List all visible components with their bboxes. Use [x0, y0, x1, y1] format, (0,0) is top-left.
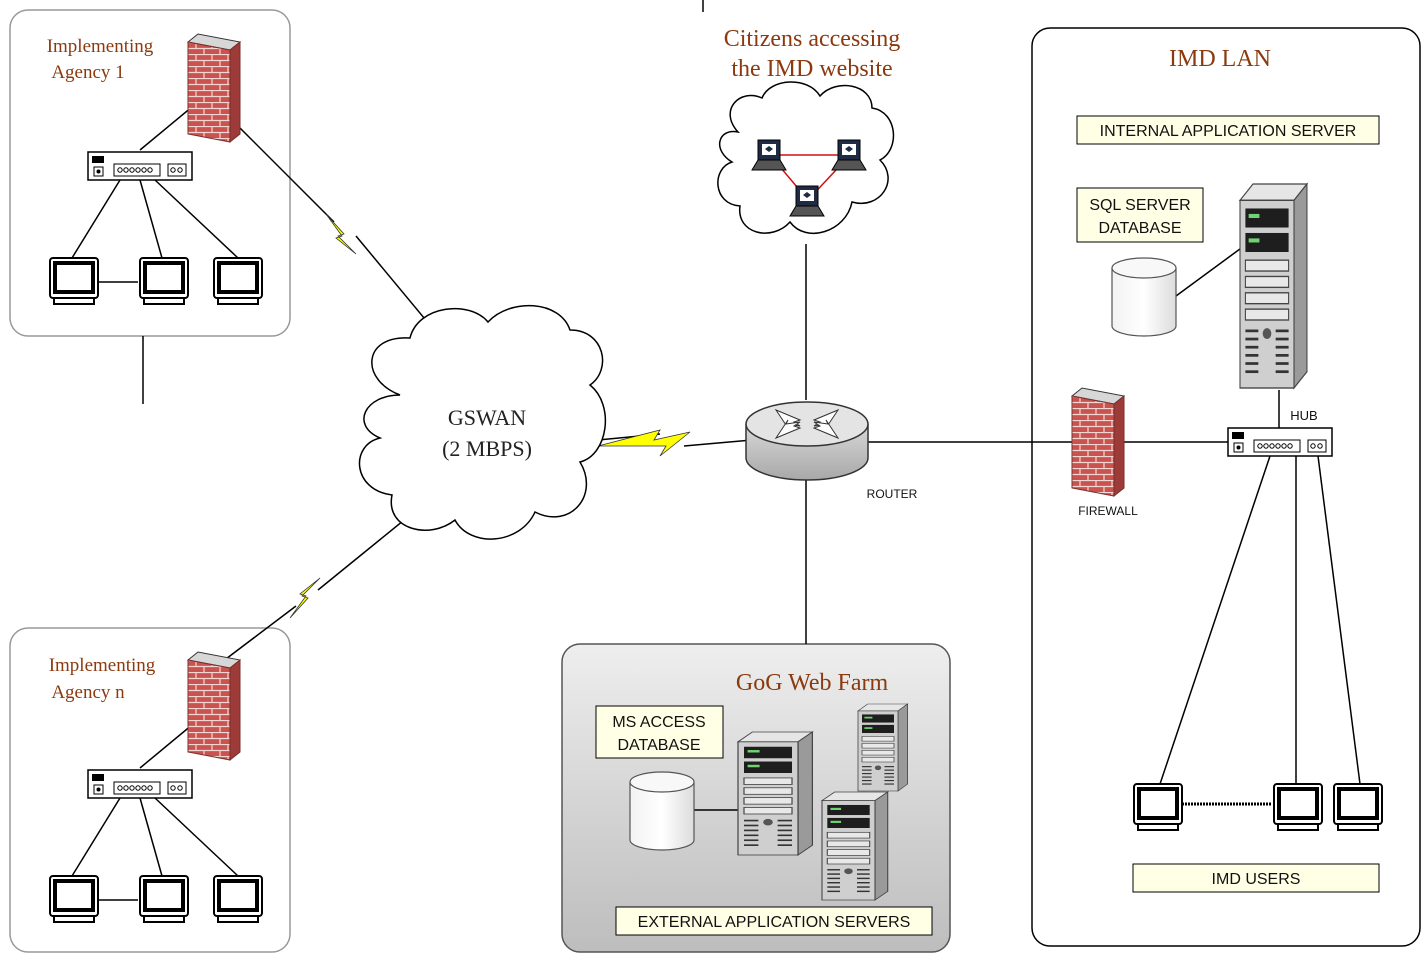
external-servers-label-box: [615, 906, 933, 936]
ms-access-database-icon: [629, 771, 695, 851]
firewall-label: FIREWALL: [1078, 504, 1138, 518]
agencyn-wan-link-b: [317, 511, 415, 591]
agencyn-title-line1: Implementing: [49, 655, 156, 676]
sql-database-icon: [1111, 257, 1177, 337]
agency1-pc2-icon: [138, 256, 190, 306]
ms-db-label-line1: MS ACCESS: [612, 714, 705, 731]
agencyn-pc2-icon: [138, 874, 190, 924]
agencyn-hub-pc2-link: [139, 797, 163, 877]
external-servers-label: EXTERNAL APPLICATION SERVERS: [638, 914, 911, 931]
agency1-pc1-icon: [48, 256, 100, 306]
agencyn-hub-pc1-link: [71, 797, 121, 877]
agency1-hub-pc2-link: [139, 179, 163, 259]
internal-server-label: INTERNAL APPLICATION SERVER: [1100, 123, 1357, 140]
agency1-hub-icon: [87, 151, 193, 181]
internal-server-label-box: [1076, 115, 1380, 145]
agencyn-hub-pc3-link: [154, 797, 239, 877]
citizens-network-links: [768, 154, 852, 202]
hub-label: HUB: [1290, 408, 1317, 423]
router-icon: [745, 401, 869, 481]
sql-db-label-box: [1076, 187, 1204, 243]
sql-db-label-line1: SQL SERVER: [1089, 197, 1190, 214]
router-label: ROUTER: [867, 487, 918, 501]
imd-users-label-box: [1132, 863, 1380, 893]
imd-user3-pc-icon: [1332, 782, 1384, 832]
sqldb-server-link: [1175, 245, 1245, 297]
web-farm-title: GoG Web Farm: [736, 670, 889, 696]
agencyn-pc3-icon: [212, 874, 264, 924]
agency1-boundary: [9, 9, 291, 337]
hub-user3-link: [1317, 455, 1361, 785]
ms-db-label-line2: DATABASE: [618, 737, 701, 754]
gswan-label-line2: (2 MBPS): [442, 436, 532, 461]
external-server1-icon: [736, 730, 814, 857]
imd-hub-icon: [1227, 427, 1333, 457]
agency1-title-line1: Implementing: [47, 36, 154, 57]
agency1-title-line2: Agency 1: [51, 62, 124, 83]
imd-users-label: IMD USERS: [1212, 871, 1301, 888]
agencyn-hub-icon: [87, 769, 193, 799]
internal-application-server-icon: [1238, 182, 1309, 390]
citizens-title-line1: Citizens accessing: [724, 26, 901, 52]
imd-lan-title: IMD LAN: [1169, 46, 1271, 72]
agency1-hub-pc3-link: [154, 179, 239, 259]
imd-user2-pc-icon: [1272, 782, 1324, 832]
agencyn-pc1-icon: [48, 874, 100, 924]
imd-firewall-icon: [1071, 387, 1125, 497]
agency1-firewall-icon: [187, 33, 241, 143]
external-server2-icon: [857, 703, 909, 792]
ms-db-label-box: [595, 705, 724, 759]
agencyn-title-line2: Agency n: [51, 682, 125, 703]
gswan-label-line1: GSWAN: [448, 405, 526, 430]
external-server3-icon: [820, 790, 889, 902]
citizens-title-line2: the IMD website: [731, 56, 892, 82]
imd-user1-pc-icon: [1132, 782, 1184, 832]
agency1-pc3-icon: [212, 256, 264, 306]
citizens-cloud-icon: [717, 81, 895, 234]
hub-user1-link: [1159, 455, 1271, 785]
gswan-router-link-b: [683, 439, 753, 447]
agencyn-firewall-icon: [187, 651, 241, 761]
gswan-router-lightning-icon: [597, 429, 691, 457]
imd-lan-boundary: [1031, 27, 1421, 947]
agency1-wan-lightning-icon: [325, 213, 357, 255]
agencyn-boundary: [9, 627, 291, 953]
gswan-cloud-icon: [358, 304, 607, 540]
agency1-wan-link-a: [231, 119, 335, 223]
agency1-hub-pc1-link: [71, 179, 121, 259]
sql-db-label-line2: DATABASE: [1099, 220, 1182, 237]
agencyn-wan-lightning-icon: [289, 577, 321, 619]
